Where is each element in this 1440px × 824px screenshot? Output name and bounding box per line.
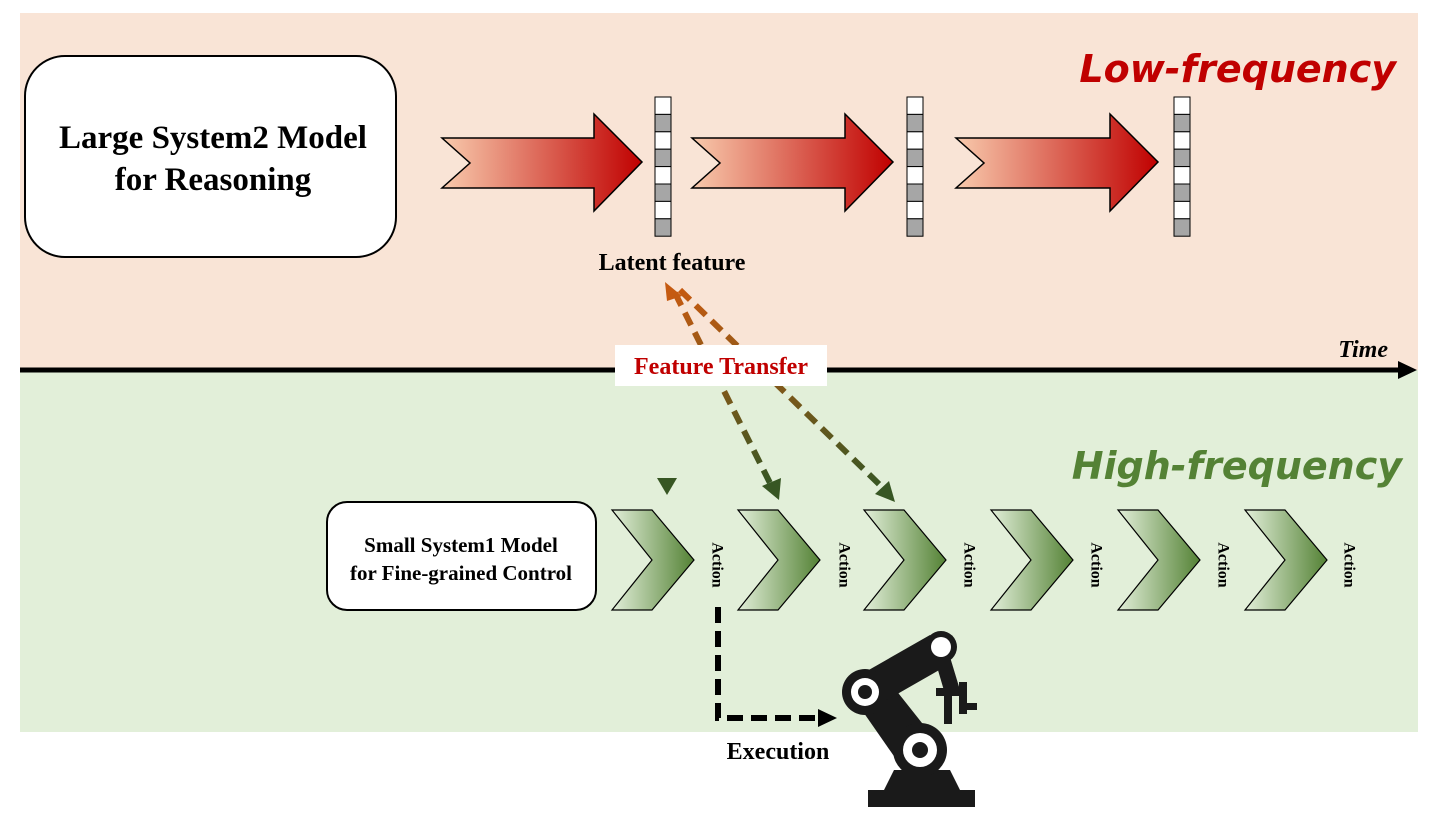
transfer-arrowhead-2 [762, 478, 781, 500]
feature-transfer-label-box: Feature Transfer [615, 345, 827, 386]
feature-cell [1173, 218, 1191, 237]
action-label-1: Action [708, 542, 725, 587]
high-frequency-chevron-3 [862, 509, 947, 611]
small-model-line2: for Fine-grained Control [350, 561, 572, 585]
feature-cell [654, 148, 672, 168]
low-frequency-arrow-1 [440, 112, 644, 213]
feature-cell [906, 183, 924, 202]
feature-cell [906, 148, 924, 168]
large-model-line1: Large System2 Model [59, 120, 367, 156]
feature-transfer-label: Feature Transfer [634, 354, 808, 380]
feature-cell [906, 218, 924, 237]
high-frequency-title: High-frequency [1072, 444, 1405, 488]
latent-feature-vector-2 [906, 96, 924, 237]
low-frequency-arrows [440, 112, 1160, 213]
feature-cell [906, 96, 924, 115]
high-frequency-chevron-1 [610, 509, 695, 611]
feature-cell [906, 166, 924, 185]
execution-path [715, 607, 837, 727]
feature-cell [1173, 166, 1191, 185]
feature-cell [654, 113, 672, 133]
large-model-line2: for Reasoning [115, 162, 312, 198]
action-label-2: Action [835, 542, 852, 587]
feature-cell [654, 218, 672, 237]
action-labels: Action Action Action Action Action Action [708, 542, 1357, 587]
feature-cell [906, 200, 924, 220]
high-frequency-chevron-4 [989, 509, 1074, 611]
feature-cell [906, 113, 924, 133]
high-frequency-chevron-2 [736, 509, 821, 611]
execution-arrowhead [818, 709, 837, 727]
transfer-line-2 [672, 291, 773, 485]
feature-cell [1173, 148, 1191, 168]
latent-feature-label: Latent feature [599, 250, 746, 276]
feature-transfer-arrows [657, 282, 895, 502]
action-label-4: Action [1087, 542, 1104, 587]
feature-cell [906, 131, 924, 150]
feature-cell [1173, 96, 1191, 115]
action-label-3: Action [960, 542, 977, 587]
high-frequency-chevrons [610, 509, 1328, 611]
feature-cell [654, 183, 672, 202]
transfer-line-3 [677, 287, 886, 491]
feature-cell [654, 131, 672, 150]
time-label: Time [1338, 337, 1388, 363]
small-model-line1: Small System1 Model [364, 533, 558, 557]
execution-label: Execution [727, 739, 830, 765]
latent-feature-bars [654, 96, 1191, 237]
high-frequency-chevron-5 [1116, 509, 1201, 611]
low-frequency-arrow-3 [954, 112, 1160, 213]
latent-feature-vector-3 [1173, 96, 1191, 237]
feature-cell [1173, 131, 1191, 150]
feature-cell [654, 200, 672, 220]
latent-feature-vector-1 [654, 96, 672, 237]
feature-cell [1173, 113, 1191, 133]
feature-cell [654, 166, 672, 185]
large-system2-model-box: Large System2 Model for Reasoning [24, 55, 397, 258]
high-frequency-chevron-6 [1243, 509, 1328, 611]
feature-cell [1173, 183, 1191, 202]
feature-cell [1173, 200, 1191, 220]
transfer-arrowhead-3 [875, 481, 895, 502]
small-system1-model-box: Small System1 Model for Fine-grained Con… [326, 501, 597, 611]
robot-arm-icon [842, 631, 977, 807]
feature-cell [654, 96, 672, 115]
action-label-5: Action [1214, 542, 1231, 587]
time-axis-arrowhead [1398, 361, 1417, 379]
low-frequency-title: Low-frequency [1079, 47, 1398, 91]
action-label-6: Action [1340, 542, 1357, 587]
transfer-arrowhead-1 [657, 478, 677, 495]
low-frequency-arrow-2 [690, 112, 895, 213]
